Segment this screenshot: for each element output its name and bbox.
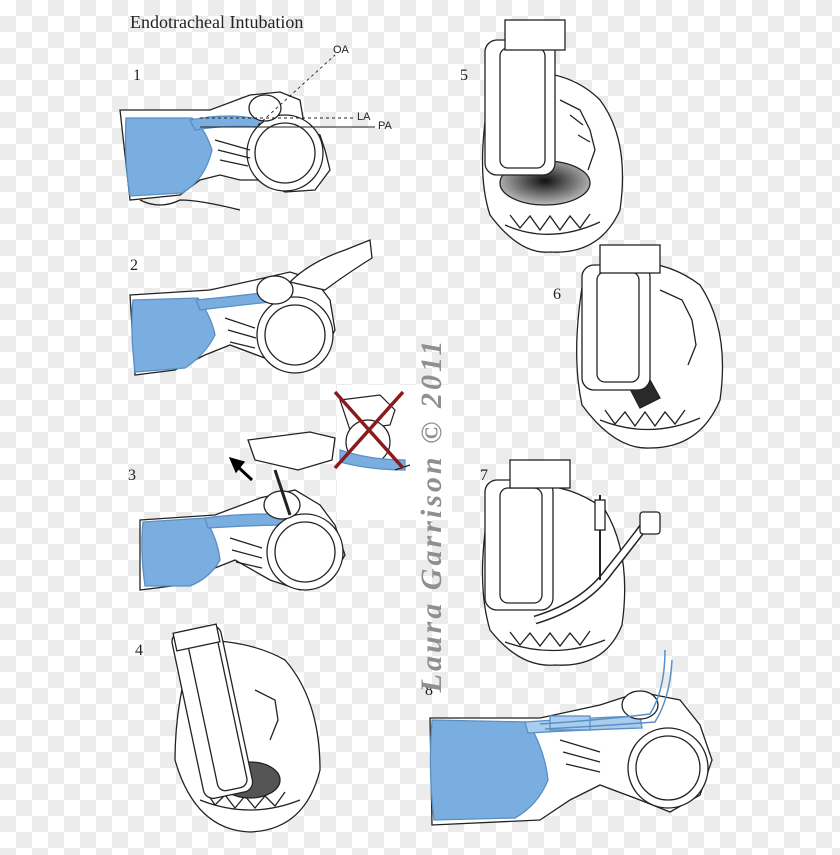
panel-4-oral-view: [171, 623, 321, 833]
panel-7-laryngoscope-blade: [484, 459, 571, 611]
panel-8-tube-in-place: [429, 649, 713, 826]
panel-6-oral-view: [576, 244, 724, 449]
panel-6-laryngoscope-blade: [581, 244, 661, 391]
panel-8-chest: [429, 719, 549, 821]
red-x-stroke-2: [333, 390, 405, 470]
oa-axis-label: OA: [333, 44, 349, 56]
panel-2-sniffing-position: [129, 239, 373, 376]
panel-2-skull: [256, 296, 334, 374]
panel-5-laryngoscope-blade: [484, 19, 566, 176]
step-number-1: 1: [133, 67, 141, 84]
panel-3-chest: [141, 517, 221, 587]
panel-8-tube-line: [539, 649, 666, 725]
step-number-8: 8: [425, 682, 433, 699]
panel-2-chest: [131, 297, 216, 373]
panel-3-laryngoscope-lift: [139, 431, 346, 591]
panel-5-oral-view: [481, 19, 624, 253]
oa-axis-line: [257, 54, 336, 126]
panel-2-hand: [288, 239, 373, 291]
panel-4-laryngoscope-blade: [171, 623, 254, 799]
panel-3-skull: [266, 513, 344, 591]
panel-7-tube-insertion: [481, 459, 661, 666]
step-number-7: 7: [480, 467, 488, 484]
panel-1-head-neutral: [119, 54, 375, 211]
panel-3-incorrect-technique-inset: [333, 385, 452, 520]
la-axis-label: LA: [357, 111, 371, 123]
step-number-6: 6: [553, 286, 561, 303]
watermark-text: Laura Garrison © 2011: [415, 337, 448, 693]
panel-1-skull: [246, 114, 324, 192]
step-number-3: 3: [128, 467, 136, 484]
panel-8-skull: [627, 727, 709, 809]
step-number-5: 5: [460, 67, 468, 84]
step-number-2: 2: [130, 257, 138, 274]
pa-axis-label: PA: [378, 120, 392, 132]
step-number-4: 4: [135, 642, 143, 659]
panel-3-hand: [247, 431, 336, 471]
page-title: Endotracheal Intubation: [130, 12, 304, 32]
